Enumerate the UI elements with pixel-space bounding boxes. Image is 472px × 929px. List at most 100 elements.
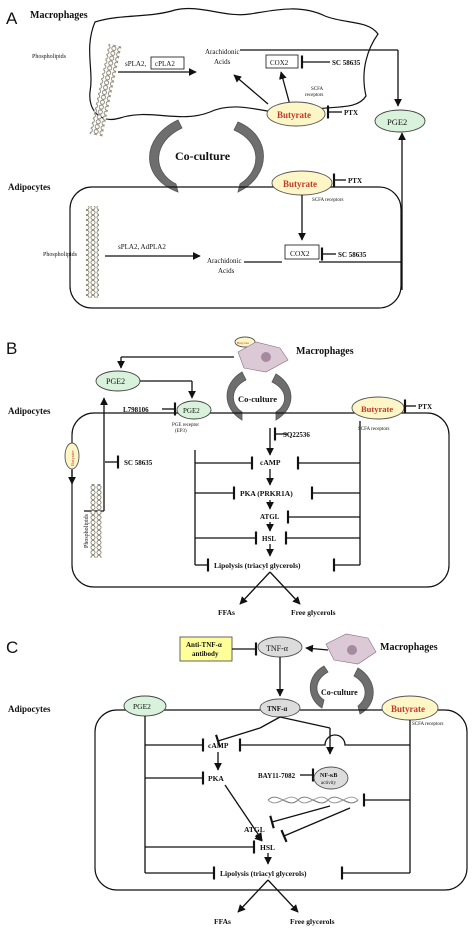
bay-label-c: BAY11-7082 bbox=[258, 772, 296, 780]
pge2-ellipse-a bbox=[374, 109, 426, 133]
arachidonic-label-a1: Arachidonic bbox=[205, 48, 240, 56]
pge2-label-a: PGE2 bbox=[387, 117, 407, 127]
antibody-label-c1: Anti-TNF-α bbox=[186, 641, 222, 649]
phospholipids-label-b: Phospholipids bbox=[84, 513, 90, 548]
pge2-receptor-b bbox=[176, 400, 212, 420]
coculture-arrow-right-b bbox=[271, 373, 292, 421]
arrow-butyrate-to-aa-a bbox=[233, 74, 269, 105]
panel-b: B Butyrate Macrophages PGE2 Co-culture A… bbox=[6, 336, 450, 617]
butyrate-label-a: Butyrate bbox=[277, 110, 311, 120]
coculture-label-b: Co-culture bbox=[238, 394, 277, 404]
phospholipids-label-a: Phospholipids bbox=[32, 54, 67, 60]
adipocytes-title-b: Adipocytes bbox=[8, 406, 51, 416]
arrow-atgl-to-hsl-c bbox=[254, 833, 263, 842]
coculture-arrow-right-a bbox=[233, 121, 264, 193]
pge2-label-c: PGE2 bbox=[133, 702, 151, 711]
dna-helix-c2 bbox=[267, 796, 359, 804]
cox2-label-a2: COX2 bbox=[290, 249, 310, 258]
inhibit-tnf-camp-c bbox=[215, 727, 261, 748]
adipocytes-title-c: Adipocytes bbox=[8, 704, 51, 714]
nfkb-label-c1: NF-κB bbox=[320, 773, 337, 779]
arrow-lipolysis-ffa-b bbox=[239, 571, 271, 605]
adipocyte-cell-a bbox=[69, 186, 402, 309]
atgl-label-b: ATGL bbox=[260, 513, 280, 521]
cox2-box-a bbox=[265, 54, 299, 69]
free-glycerols-label-b: Free glycerols bbox=[291, 608, 336, 617]
adipocytes-title-a: Adipocytes bbox=[8, 182, 51, 192]
butyrate-small-icon bbox=[234, 336, 256, 348]
coculture-label-c: Co-culture bbox=[321, 688, 358, 697]
coculture-label-a: Co-culture bbox=[175, 149, 231, 163]
cox2-box-a2 bbox=[284, 244, 320, 260]
spla2-adpla2-label: sPLA2, AdPLA2 bbox=[118, 243, 166, 251]
free-glycerols-label-c: Free glycerols bbox=[290, 917, 335, 926]
arrow-butyrate-to-cox2-a bbox=[279, 71, 291, 106]
arrow-lipolysis-glycerol-b bbox=[269, 571, 301, 605]
pka-label-b: PKA (PRKR1A) bbox=[240, 489, 293, 498]
butyrate-receptor-b-left bbox=[64, 442, 80, 470]
atgl-label-c: ATGL bbox=[244, 825, 265, 834]
butyrate-label-c: Butyrate bbox=[391, 704, 425, 714]
sc58635-label-a: SC 58635 bbox=[332, 59, 361, 67]
sc58635-label-b: SC 58635 bbox=[124, 459, 153, 467]
macrophages-title-b: Macrophages bbox=[296, 346, 354, 357]
ptx-label-a: PTX bbox=[344, 109, 358, 117]
scfa-receptors-label-c: SCFA receptors bbox=[412, 722, 443, 727]
phospholipids-label-a2: Phospholipids bbox=[43, 252, 78, 258]
tnf-label-c: TNF-α bbox=[266, 644, 289, 653]
panel-a: A Macrophages Phospholipids sPLA2, cPLA2… bbox=[6, 7, 426, 309]
butyrate-small-label: Butyrate bbox=[237, 341, 249, 345]
panel-a-label: A bbox=[6, 9, 18, 28]
arachidonic-label-a4: Acids bbox=[218, 267, 235, 275]
scfa-receptors-label-b: SCFA receptors bbox=[358, 427, 389, 432]
adipocyte-cell-c bbox=[94, 709, 468, 891]
macrophage-nucleus-b bbox=[261, 352, 271, 362]
antibody-label-c2: antibody bbox=[192, 650, 219, 658]
ffas-label-c: FFAs bbox=[214, 917, 231, 926]
coculture-arrow-left-b bbox=[226, 371, 247, 421]
pge-receptor-label-b1: PGE receptor bbox=[172, 423, 199, 428]
nfkb-ellipse-c bbox=[313, 766, 349, 790]
scfa-receptors-label-a2: SCFA receptors bbox=[312, 198, 343, 203]
spla2-label-a: sPLA2, bbox=[125, 60, 146, 68]
cpla2-label: cPLA2 bbox=[155, 60, 175, 68]
butyrate-receptor-a bbox=[266, 101, 326, 127]
lipolysis-label-c: Lipolysis (triacyl glycerols) bbox=[220, 869, 307, 878]
pge2-receptor-label-b: PGE2 bbox=[183, 407, 200, 415]
tnf-split-left-c bbox=[259, 716, 281, 729]
phospholipid-bilayer-a2 bbox=[86, 206, 99, 298]
pge-receptor-label-b2: (EP3) bbox=[175, 429, 187, 434]
ptx-label-a2: PTX bbox=[348, 177, 362, 185]
scfa-receptor-label-a1: SCFA bbox=[311, 87, 324, 92]
macrophages-title-c: Macrophages bbox=[380, 642, 438, 653]
sq22536-label: SQ22536 bbox=[283, 431, 310, 439]
arachidonic-label-a2: Acids bbox=[214, 58, 231, 66]
ffas-label-b: FFAs bbox=[218, 608, 235, 617]
phospholipid-bilayer-a1 bbox=[89, 43, 122, 137]
cpla2-box bbox=[150, 56, 185, 70]
camp-label-b: cAMP bbox=[260, 458, 281, 467]
pka-label-c: PKA bbox=[208, 774, 224, 783]
inhibit-dna-hsl-c bbox=[280, 807, 351, 843]
macrophage-cell-outline bbox=[89, 7, 379, 120]
coculture-arrow-left-c bbox=[309, 665, 329, 709]
arrow-macrophage-to-tnf-c bbox=[305, 644, 329, 653]
inhibit-dna-atgl-c bbox=[269, 805, 331, 829]
macrophage-nucleus-c bbox=[347, 645, 357, 655]
lipolysis-label-b: Lipolysis (triacyl glycerols) bbox=[214, 561, 301, 570]
butyrate-label-b-left: Butyrate bbox=[70, 451, 75, 467]
nfkb-label-c2: activity bbox=[321, 781, 336, 786]
hsl-label-c: HSL bbox=[260, 843, 275, 852]
pge2-label-b: PGE2 bbox=[106, 377, 125, 386]
cox2-label-a: COX2 bbox=[270, 59, 289, 67]
macrophages-title-a: Macrophages bbox=[30, 10, 88, 21]
l798106-label: L798106 bbox=[123, 406, 149, 414]
arrow-lipolysis-glycerol-c bbox=[267, 879, 299, 913]
tnf-receptor-label-c: TNF-α bbox=[267, 705, 287, 713]
sc58635-label-a2: SC 58635 bbox=[338, 251, 367, 259]
arachidonic-label-a3: Arachidonic bbox=[207, 257, 242, 265]
arrow-lipolysis-ffa-c bbox=[237, 879, 269, 913]
butyrate-label-b: Butyrate bbox=[361, 404, 393, 414]
camp-label-c: cAMP bbox=[208, 741, 229, 750]
